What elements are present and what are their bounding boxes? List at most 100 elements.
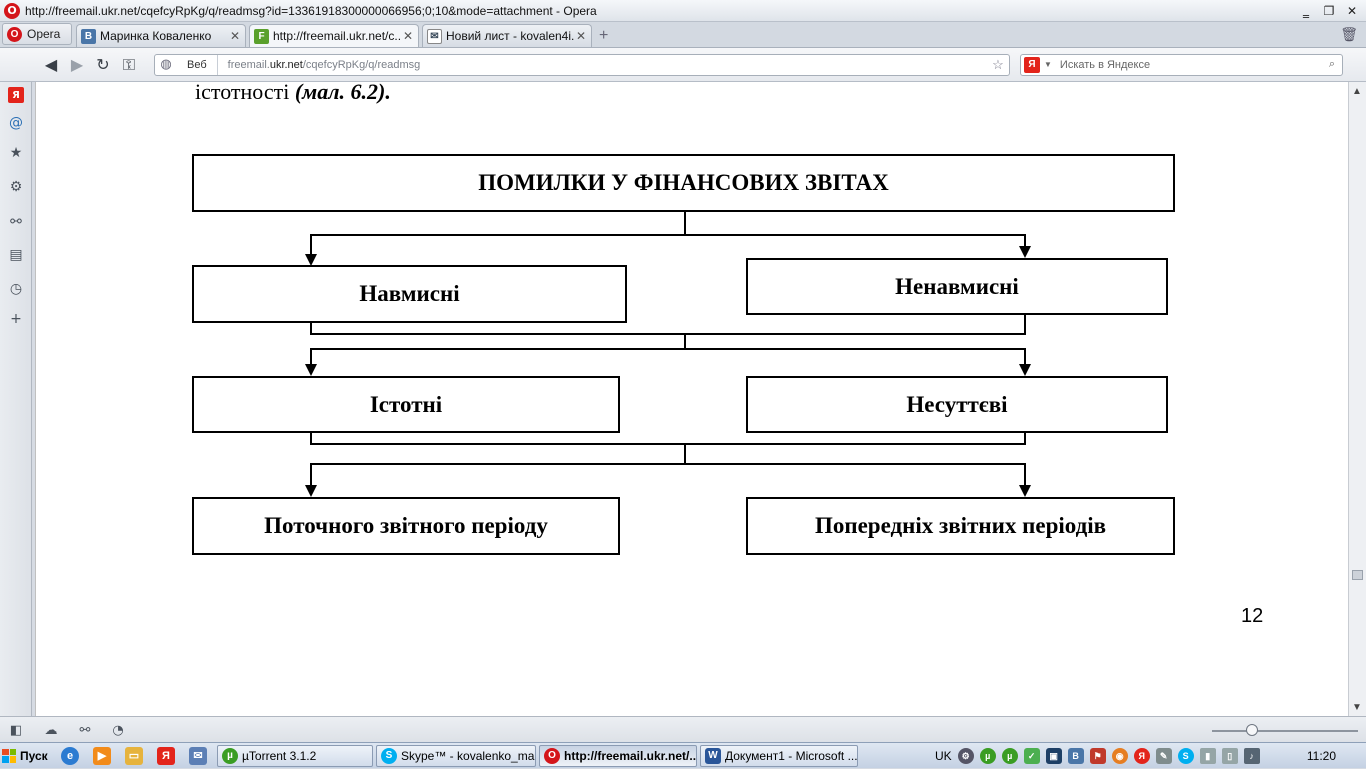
utorrent-icon: µ (222, 747, 238, 764)
arrow-head (305, 254, 317, 266)
tray-browser-icon[interactable]: ◉ (1111, 748, 1128, 764)
tray-battery-icon[interactable]: ▮ (1199, 748, 1216, 764)
tab-new-letter[interactable]: ✉ Новий лист - kovalen4i... ✕ (422, 24, 592, 47)
close-button[interactable]: ✕ (1346, 3, 1358, 18)
tray-volume-icon[interactable]: ♪ (1243, 748, 1260, 764)
yandex-panel-icon[interactable]: Я (8, 87, 24, 103)
back-button[interactable]: ◀ (44, 55, 58, 74)
tab-close-icon[interactable]: ✕ (229, 29, 241, 43)
clock[interactable]: 11:20 (1306, 749, 1336, 763)
vertical-scrollbar[interactable]: ▲ ▼ (1348, 82, 1366, 716)
globe-icon: ◍ (160, 57, 172, 72)
tab-label: Маринка Коваленко (100, 29, 212, 43)
connector-line (310, 323, 312, 335)
url-badge: Веб (177, 54, 218, 75)
connector-line (310, 443, 1026, 445)
settings-gear-icon[interactable]: ⚙ (9, 179, 23, 195)
windows-flag-icon (2, 748, 16, 763)
tray-yandex-icon[interactable]: Я (1133, 748, 1150, 764)
opera-link-icon[interactable]: ⚯ (79, 722, 91, 738)
tray-utorrent-icon[interactable]: µ (979, 748, 996, 764)
turbo-icon[interactable]: ◔ (112, 722, 124, 738)
search-icon[interactable]: ⌕ (1328, 58, 1336, 70)
tray-utorrent2-icon[interactable]: µ (1001, 748, 1018, 764)
tab-close-icon[interactable]: ✕ (575, 29, 587, 43)
key-icon[interactable]: ⚿ (122, 54, 136, 74)
trash-icon[interactable]: 🗑 (1340, 26, 1358, 42)
zoom-slider-knob[interactable] (1246, 724, 1258, 736)
connector-line (310, 333, 1026, 335)
mail-icon: ✉ (427, 28, 442, 44)
url-text[interactable]: freemail.ukr.net/cqefcyRpKg/q/readmsg (218, 59, 987, 71)
mail-quicklaunch-icon[interactable]: ✉ (189, 746, 207, 765)
tab-close-icon[interactable]: ✕ (402, 29, 414, 43)
connector-line (1024, 234, 1026, 246)
folder-icon[interactable]: ▭ (125, 746, 143, 765)
connector-line (684, 212, 686, 236)
forward-button[interactable]: ▶ (70, 55, 84, 74)
tab-freemail[interactable]: F http://freemail.ukr.net/c... ✕ (249, 24, 419, 47)
window-title: http://freemail.ukr.net/cqefcyRpKg/q/rea… (25, 3, 597, 18)
add-panel-icon[interactable]: + (10, 311, 22, 327)
taskbar-item-label: Skype™ - kovalenko_ma... (401, 748, 536, 763)
skype-icon: S (381, 747, 397, 764)
connector-line (684, 333, 686, 349)
taskbar-item-opera[interactable]: O http://freemail.ukr.net/... (539, 744, 697, 767)
connector-line (1024, 315, 1026, 335)
diagram-material-box: Істотні (192, 376, 620, 433)
connector-line (1024, 433, 1026, 445)
zoom-slider[interactable] (1212, 730, 1358, 732)
taskbar-item-utorrent[interactable]: µ µTorrent 3.1.2 (217, 744, 373, 767)
word-icon: W (705, 747, 721, 764)
tray-vk-icon[interactable]: B (1067, 748, 1084, 764)
window-controls: ‗ ❐ ✕ (1296, 2, 1362, 19)
yandex-quicklaunch-icon[interactable]: Я (157, 746, 175, 765)
new-tab-button[interactable]: + (599, 27, 609, 44)
url-prefix: freemail. (227, 58, 270, 71)
system-tray: UK ⚙ µ µ ✓ ▣ B ⚑ ◉ Я ✎ S ▮ ▯ ♪ (935, 743, 1260, 769)
tray-monitor-icon[interactable]: ▣ (1045, 748, 1062, 764)
tray-skype-icon[interactable]: S (1177, 748, 1194, 764)
connector-line (310, 463, 312, 485)
url-host-bold: ukr.net (269, 58, 303, 71)
tray-flag-icon[interactable]: ⚑ (1089, 748, 1106, 764)
address-field[interactable]: ◍ Веб freemail.ukr.net/cqefcyRpKg/q/read… (154, 53, 1010, 76)
bookmarks-star-icon[interactable]: ★ (9, 145, 23, 161)
minimize-button[interactable]: ‗ (1303, 3, 1309, 18)
language-indicator[interactable]: UK (935, 749, 952, 763)
share-icon[interactable]: ⚯ (10, 214, 22, 230)
tray-tool-icon[interactable]: ✎ (1155, 748, 1172, 764)
tray-network-icon[interactable]: ⚙ (957, 748, 974, 764)
start-button[interactable]: Пуск (2, 745, 54, 767)
panel-toggle-icon[interactable]: ◧ (9, 722, 23, 738)
opera-menu-button[interactable]: O Opera (2, 23, 72, 45)
tab-label: Новий лист - kovalen4i... (446, 29, 575, 43)
restore-button[interactable]: ❐ (1323, 3, 1335, 18)
bookmark-star-icon[interactable]: ☆ (992, 56, 1004, 72)
dropdown-arrow-icon[interactable]: ▼ (1044, 60, 1052, 69)
reload-button[interactable]: ↻ (96, 55, 110, 74)
scroll-thumb[interactable] (1352, 570, 1363, 580)
diagram-intentional-box: Навмисні (192, 265, 627, 323)
connector-line (1024, 463, 1026, 485)
tray-sync-icon[interactable]: ✓ (1023, 748, 1040, 764)
yandex-icon[interactable]: Я (1024, 56, 1040, 73)
figure-reference: (мал. 6.2). (294, 82, 391, 104)
history-clock-icon[interactable]: ◷ (9, 281, 23, 297)
scroll-down-arrow-icon[interactable]: ▼ (1352, 702, 1362, 713)
opera-unite-icon[interactable]: ☁ (44, 722, 58, 738)
taskbar-item-skype[interactable]: S Skype™ - kovalenko_ma... (376, 744, 536, 767)
tray-device-icon[interactable]: ▯ (1221, 748, 1238, 764)
taskbar-item-label: Документ1 - Microsoft ... (725, 748, 858, 763)
connector-line (310, 234, 1026, 236)
search-field[interactable]: Я ▼ Искать в Яндексе ⌕ (1020, 53, 1343, 76)
scroll-up-arrow-icon[interactable]: ▲ (1352, 86, 1362, 97)
media-player-icon[interactable]: ▶ (93, 746, 111, 765)
taskbar-item-word[interactable]: W Документ1 - Microsoft ... (700, 744, 858, 767)
notes-icon[interactable]: ▤ (9, 247, 23, 263)
tab-vk[interactable]: В Маринка Коваленко ✕ (76, 24, 246, 47)
mail-panel-icon[interactable]: @ (9, 115, 23, 131)
navigation-toolbar: ◀ ▶ ↻ ⚿ ◍ Веб freemail.ukr.net/cqefcyRpK… (0, 48, 1366, 82)
ie-icon[interactable]: e (61, 746, 79, 765)
connector-line (310, 348, 1026, 350)
